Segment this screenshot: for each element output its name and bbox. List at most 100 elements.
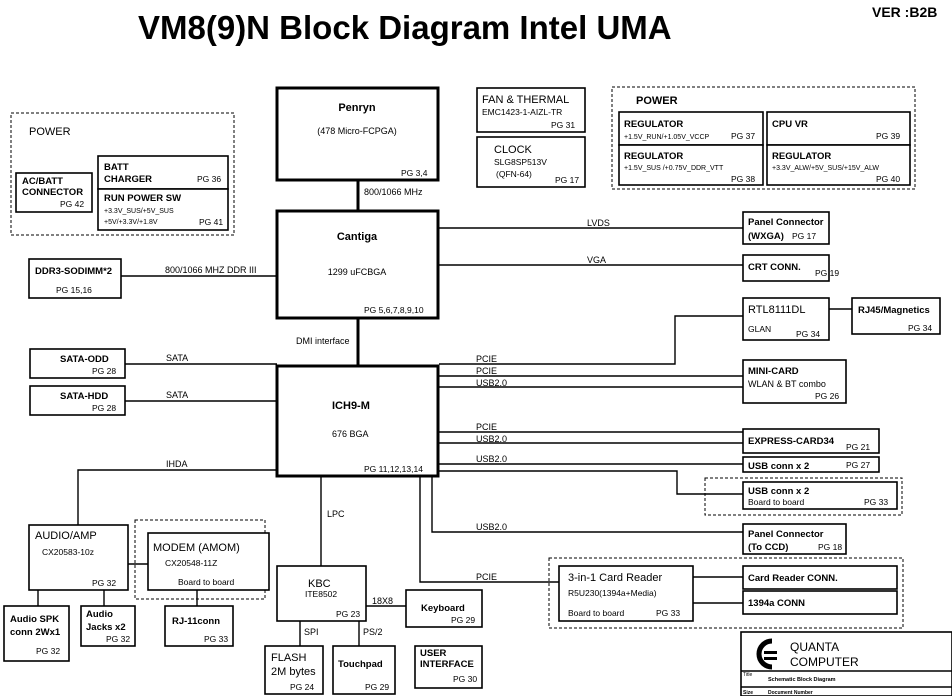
audio-amp-pg: PG 32 — [92, 578, 116, 588]
touchpad-pg: PG 29 — [365, 682, 389, 692]
fan-thermal-name: FAN & THERMAL — [482, 94, 569, 106]
regulator-1-box — [618, 111, 764, 146]
run-power-rail-2: +5V/+3.3V/+1.8V — [104, 219, 158, 226]
rtl8111dl-sub: GLAN — [748, 324, 771, 334]
kbc-name: KBC — [308, 578, 331, 590]
power-group-left: POWER AC/BATT CONNECTOR PG 42 BATT CHARG… — [10, 112, 235, 236]
title-block: QUANTA COMPUTER Title Schematic Block Di… — [740, 631, 952, 696]
card-reader-name: 3-in-1 Card Reader — [568, 572, 662, 584]
modem-name: MODEM (AMOM) — [153, 542, 240, 554]
version-label: VER :B2B — [872, 4, 937, 20]
touchpad-block: Touchpad PG 29 — [332, 645, 396, 695]
usb-conn-pg: PG 27 — [846, 460, 870, 470]
audio-spk-name-1: Audio SPK — [10, 614, 59, 625]
title-block-sheet-name: Schematic Block Diagram — [768, 677, 836, 683]
clock-block: CLOCK SLG8SP513V (QFN-64) PG 17 — [476, 136, 586, 188]
card-reader-conn-box — [742, 565, 898, 590]
northbridge-block: Cantiga 1299 uFCBGA PG 5,6,7,8,9,10 — [275, 209, 440, 320]
panel-connector-block: Panel Connector (WXGA) PG 17 — [742, 211, 830, 245]
title-block-frame — [740, 631, 952, 696]
usb-conn-b2b-name: USB conn x 2 — [748, 486, 809, 497]
regulator-2-name: REGULATOR — [624, 151, 683, 162]
clock-name: CLOCK — [494, 144, 533, 156]
keyboard-box — [405, 589, 483, 628]
acbatt-connector-box — [15, 172, 93, 213]
kbc-part: ITE8502 — [305, 589, 337, 599]
pcie-minicard-label: PCIE — [476, 366, 497, 376]
express-card-name: EXPRESS-CARD34 — [748, 436, 835, 447]
ddr-block: DDR3-SODIMM*2 PG 15,16 — [28, 258, 122, 299]
fan-thermal-part: EMC1423-1-AIZL-TR — [482, 107, 562, 117]
fan-thermal-pg: PG 31 — [551, 120, 575, 130]
power-left-frame — [10, 112, 235, 236]
audio-jacks-name-2: Jacks x2 — [86, 622, 126, 633]
modem-frame — [134, 519, 266, 600]
touchpad-name: Touchpad — [338, 659, 383, 670]
ccd-panel-box — [742, 523, 847, 555]
cpu-vr-pg: PG 39 — [876, 131, 900, 141]
ddr-sodimm-box — [28, 258, 122, 299]
lvds-label: LVDS — [587, 218, 610, 228]
kbc-box — [276, 565, 367, 622]
panel-connector-name-1: Panel Connector — [748, 217, 824, 228]
audio-spk-box — [3, 605, 70, 662]
ccd-block: Panel Connector (To CCD) PG 18 — [742, 523, 847, 555]
regulator-3-name: REGULATOR — [772, 151, 831, 162]
ps2-label: PS/2 — [363, 627, 383, 637]
title-block-title-label: Title — [743, 672, 752, 678]
power-right-label: POWER — [636, 95, 678, 107]
usb-conn-b2b-sub: Board to board — [748, 497, 805, 507]
usb-conn-label: USB2.0 — [476, 454, 507, 464]
keyboard-block: Keyboard PG 29 — [405, 589, 483, 628]
card-reader-part: R5U230(1394a+Media) — [568, 588, 657, 598]
cpu-block: Penryn (478 Micro-FCPGA) PG 3,4 — [275, 86, 440, 182]
user-interface-name-1: USER — [420, 648, 447, 659]
card-reader-frame — [548, 557, 904, 629]
rj45-box — [851, 297, 941, 335]
sata-odd-box — [29, 348, 126, 379]
fsb-label: 800/1066 MHz — [364, 187, 423, 197]
fan-thermal-box — [476, 87, 586, 133]
ccd-panel-name-1: Panel Connector — [748, 529, 824, 540]
run-power-sw-box — [97, 188, 229, 231]
user-interface-name-2: INTERFACE — [420, 659, 474, 670]
usb-minicard-label: USB2.0 — [476, 378, 507, 388]
penryn-name: Penryn — [338, 102, 376, 114]
rj11-box — [164, 605, 234, 647]
flash-name-1: FLASH — [271, 652, 307, 664]
ddr-bus-label: 800/1066 MHZ DDR III — [165, 265, 257, 275]
regulator-1-pg: PG 37 — [731, 131, 755, 141]
usb-conn-block: USB conn x 2 PG 27 — [742, 456, 880, 473]
ich9m-pg: PG 11,12,13,14 — [364, 464, 423, 474]
card-reader-conn-name: Card Reader CONN. — [748, 573, 838, 584]
express-card-pg: PG 21 — [846, 442, 870, 452]
ihda-bus — [77, 469, 277, 525]
conn-1394-name: 1394a CONN — [748, 598, 805, 609]
ich9m-box — [275, 364, 440, 478]
clock-box — [476, 136, 586, 188]
modem-sub: Board to board — [178, 577, 235, 587]
regulator-2-box — [618, 144, 764, 186]
regulator-2-rails: +1.5V_SUS /+0.75V_DDR_VTT — [624, 165, 724, 172]
cpu-vr-name: CPU VR — [772, 119, 808, 130]
bus-labels: 800/1066 MHz DMI interface 800/1066 MHZ … — [165, 187, 610, 637]
sata-odd-label: SATA — [166, 353, 188, 363]
panel-connector-box — [742, 211, 830, 245]
regulator-3-box — [766, 144, 911, 186]
ich9m-name: ICH9-M — [332, 400, 370, 412]
batt-charger-box — [97, 155, 229, 190]
quanta-name-1: QUANTA — [790, 640, 839, 654]
batt-charger-name-1: BATT — [104, 162, 129, 173]
user-interface-box — [414, 645, 483, 689]
rj45-name: RJ45/Magnetics — [858, 305, 930, 316]
rj45-block: RJ45/Magnetics PG 34 — [851, 297, 941, 335]
touchpad-box — [332, 645, 396, 695]
audio-spk-pg: PG 32 — [36, 646, 60, 656]
ddr-sodimm-pg: PG 15,16 — [56, 285, 92, 295]
sata-hdd-block: SATA-HDD PG 28 — [29, 385, 126, 416]
acbatt-name-1: AC/BATT — [22, 176, 63, 187]
flash-pg: PG 24 — [290, 682, 314, 692]
regulator-1-name: REGULATOR — [624, 119, 683, 130]
audio-amp-name: AUDIO/AMP — [35, 530, 97, 542]
connections — [37, 180, 852, 646]
